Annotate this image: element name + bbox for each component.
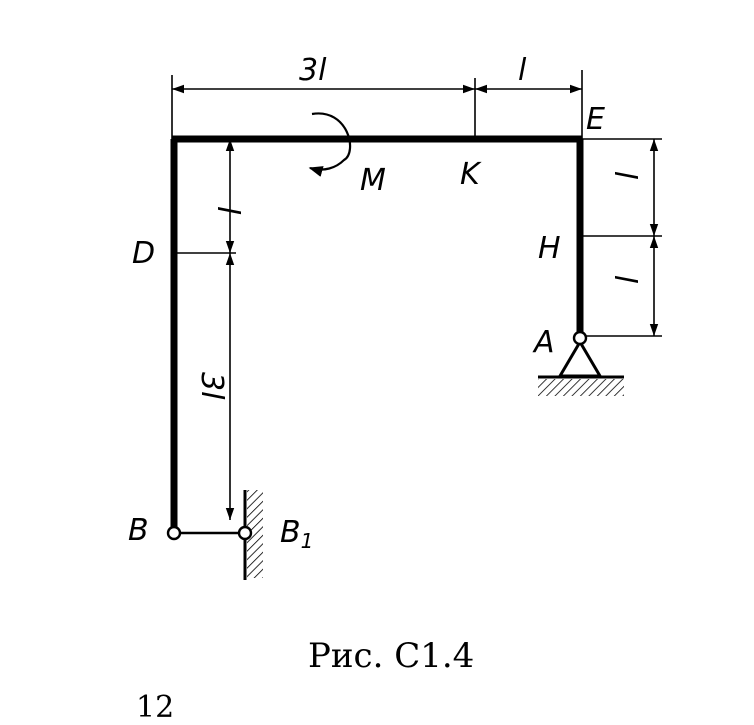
- dim-label-right-upper: l: [611, 171, 646, 180]
- dim-label-left-lower: 3l: [194, 372, 229, 400]
- label-point-b1: B1: [280, 515, 313, 553]
- dim-label-right-lower: l: [611, 275, 646, 284]
- wall-support-b1: [237, 490, 263, 580]
- label-moment-m: M: [360, 163, 386, 198]
- label-point-b1-main: B: [280, 515, 301, 550]
- label-point-k: K: [460, 157, 482, 192]
- label-point-b1-sub: 1: [301, 529, 314, 553]
- label-point-h: H: [538, 231, 561, 266]
- figure-caption: Рис. С1.4: [308, 636, 475, 676]
- dim-label-top-right: l: [518, 53, 527, 88]
- label-point-a: A: [532, 325, 555, 360]
- page-number: 12: [136, 690, 175, 725]
- label-point-d: D: [132, 236, 155, 271]
- moment-arrow: [308, 112, 352, 177]
- frame-members: [170, 135, 584, 535]
- label-point-e: E: [586, 102, 605, 137]
- dim-label-top-left: 3l: [299, 53, 327, 88]
- label-point-b: B: [128, 513, 149, 548]
- hinge-b1: [237, 525, 253, 541]
- hinge-a: [572, 330, 588, 346]
- pin-support-a: [538, 330, 624, 396]
- hinge-b: [166, 525, 182, 541]
- dimension-lines: [172, 84, 659, 520]
- dim-label-left-upper: l: [210, 206, 245, 215]
